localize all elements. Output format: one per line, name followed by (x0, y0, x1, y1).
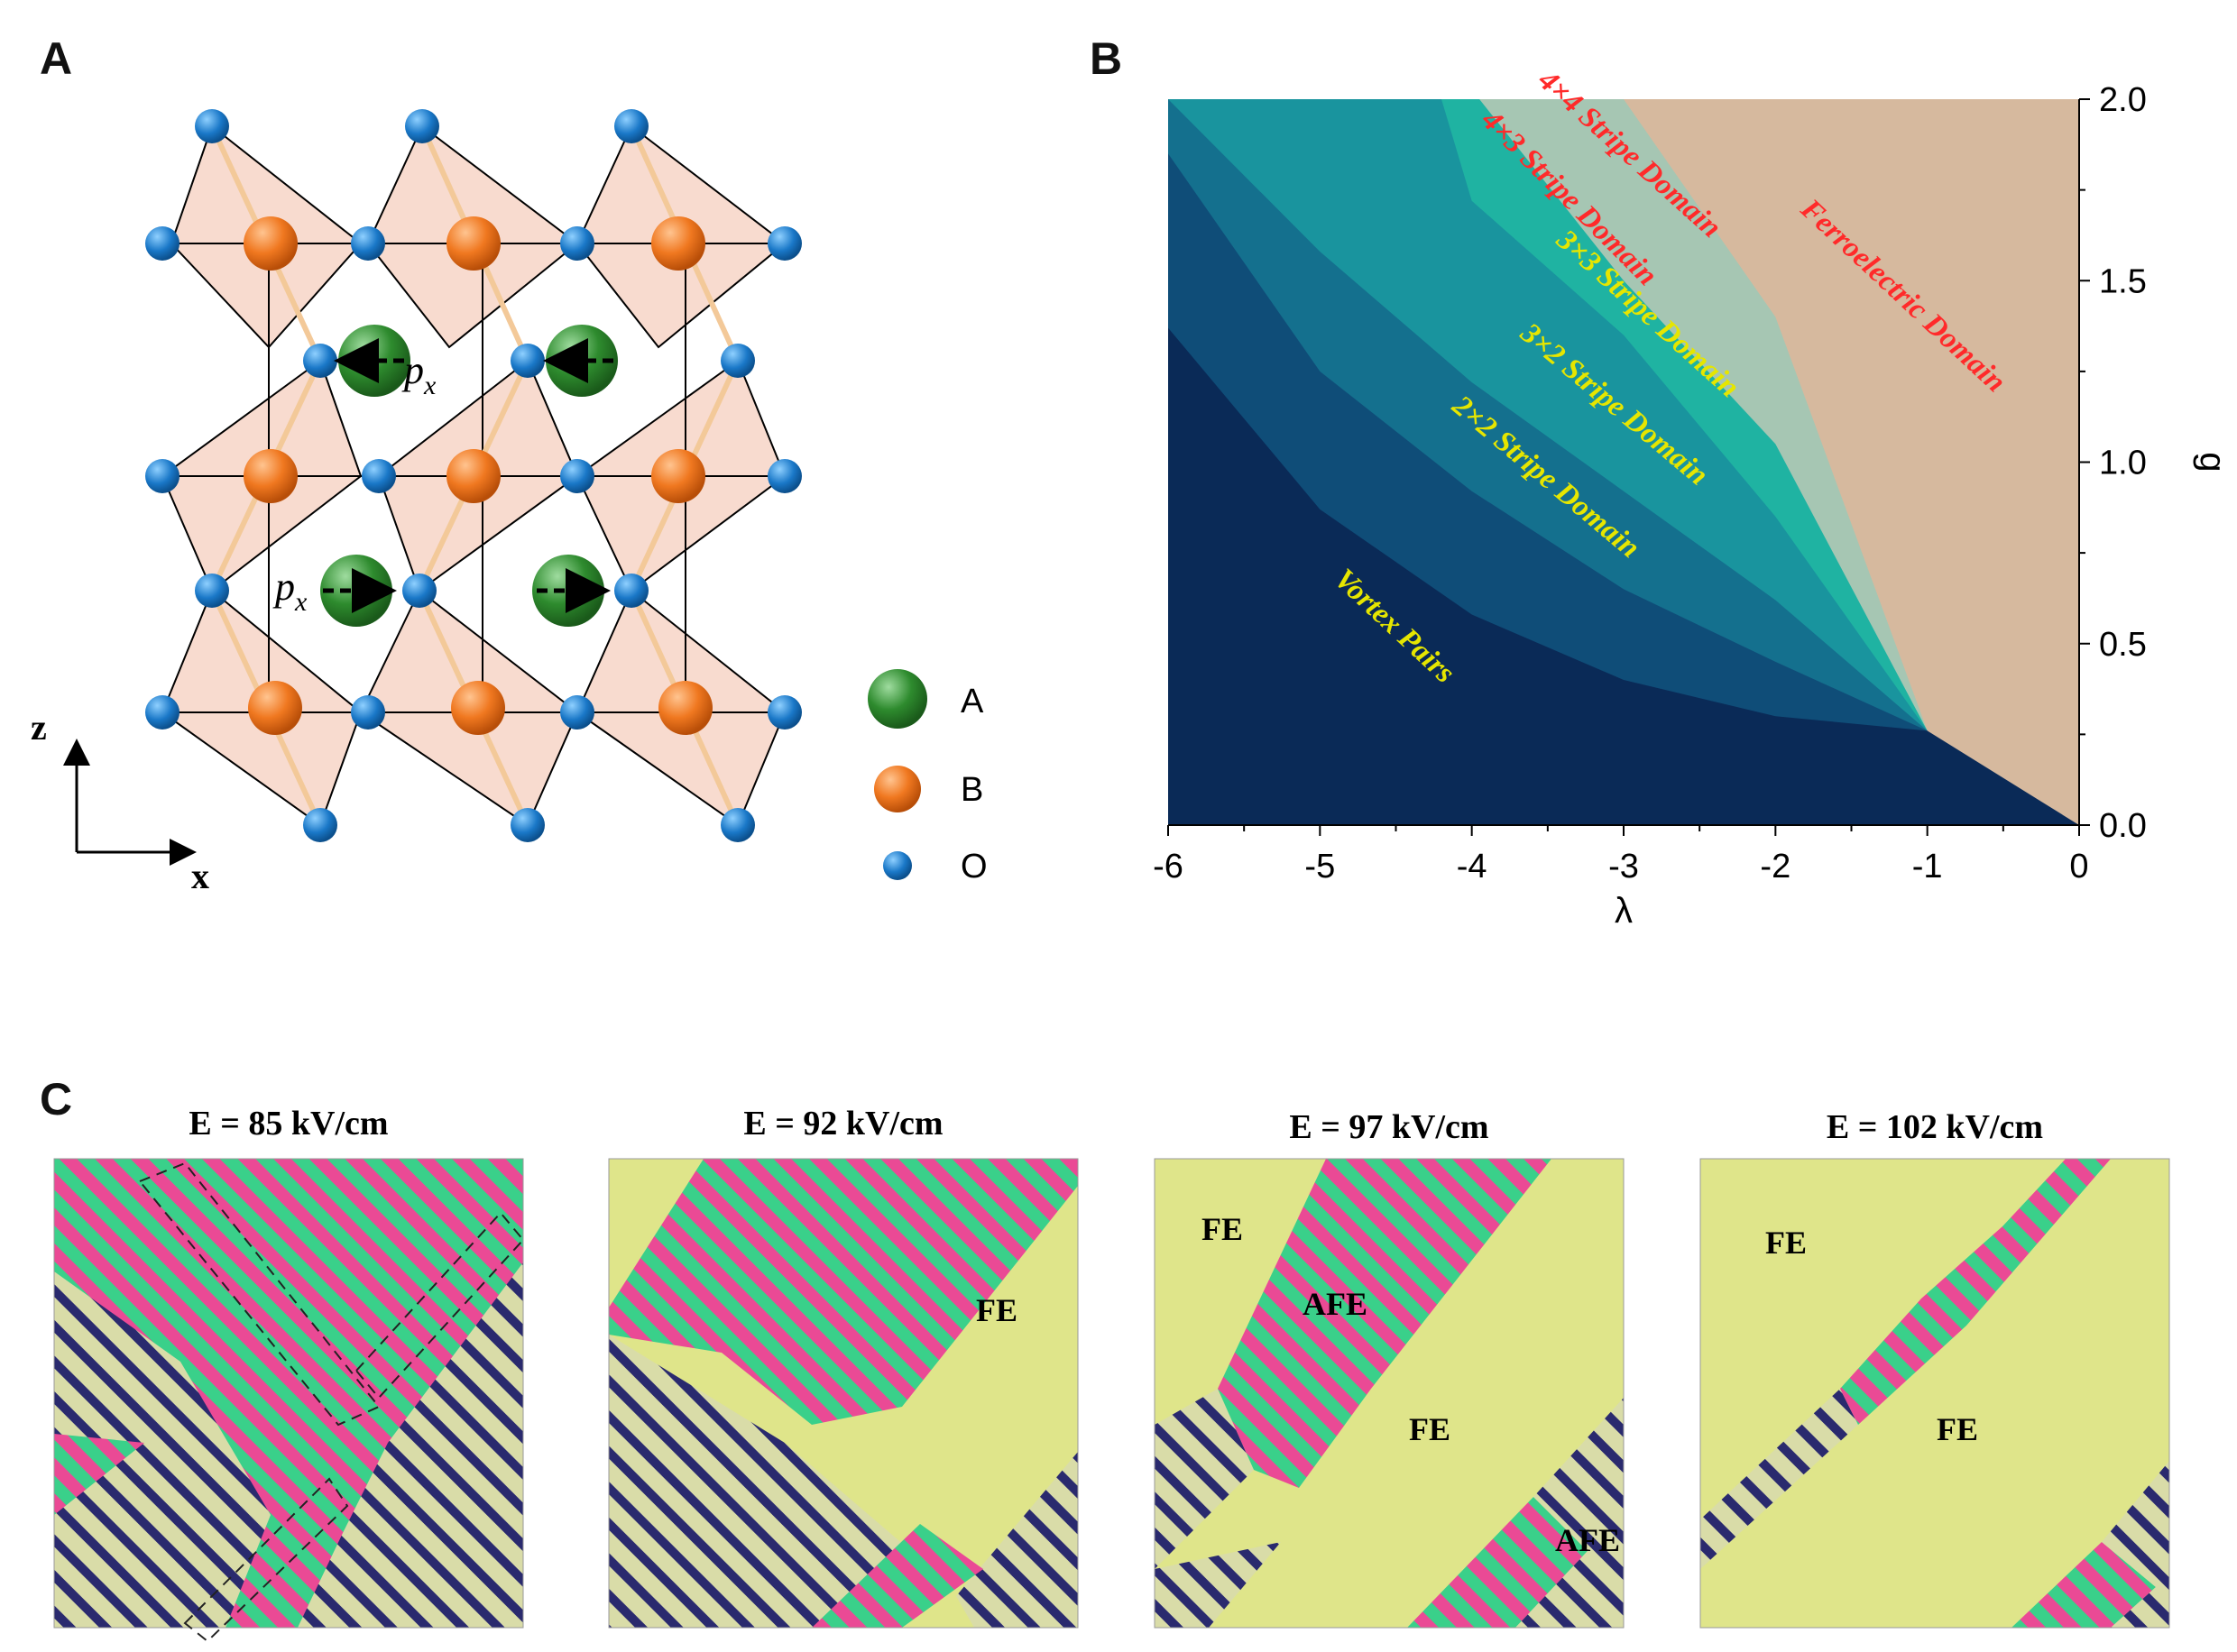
panel-letter-b: B (1090, 33, 1123, 84)
legend-label-o: O (961, 848, 988, 886)
y-tick-label: 1.0 (2099, 445, 2147, 482)
chart-axes: -6 -5 -4 -3 -2 -1 0 0.0 0.5 1.0 1.5 2.0 λ g (1153, 81, 2232, 931)
b-site-atoms (244, 216, 713, 735)
snapshot-85-dashed-boxes (138, 1161, 525, 1643)
px-label-bottom: px (272, 564, 308, 617)
snapshot-92-title: E = 92 kV/cm (743, 1105, 943, 1143)
snapshot-97-label-fe-2: FE (1409, 1411, 1450, 1447)
snapshot-97-title: E = 97 kV/cm (1289, 1108, 1488, 1146)
panel-letter-a: A (40, 33, 73, 84)
axis-z-label: z (31, 707, 47, 748)
phase-regions (1168, 99, 2079, 825)
panel-letter-c: C (40, 1074, 73, 1124)
x-tick-label: -4 (1457, 848, 1487, 886)
snapshot-102-label-fe-2: FE (1937, 1411, 1978, 1447)
snapshot-97-label-fe-1: FE (1201, 1211, 1243, 1247)
x-tick-label: -6 (1153, 848, 1183, 886)
crystal-structure-diagram: px px z x A B O (31, 109, 988, 896)
region-vortex-pairs (1168, 327, 2079, 825)
px-label-top: px (401, 348, 437, 400)
snapshot-85 (54, 1159, 523, 1628)
y-tick-label: 0.5 (2099, 626, 2147, 664)
snapshot-102-title: E = 102 kV/cm (1827, 1108, 2043, 1146)
snapshot-102 (1700, 1159, 2169, 1628)
snapshot-97-label-afe-1: AFE (1303, 1286, 1367, 1322)
x-tick-label: -2 (1760, 848, 1791, 886)
legend-swatch-b (874, 766, 921, 812)
y-axis-label: g (2193, 452, 2232, 472)
polarization-arrows (323, 338, 613, 613)
field-snapshots: E = 85 kV/cm E = 92 kV/cm FE E = 97 kV/c… (53, 1105, 2170, 1643)
snapshot-102-label-fe-1: FE (1765, 1225, 1807, 1261)
x-axis-label: λ (1615, 891, 1633, 931)
x-tick-label: -5 (1304, 848, 1335, 886)
snapshot-97 (1155, 1159, 1624, 1628)
x-tick-label: 0 (2069, 848, 2088, 886)
axis-x-label: x (191, 856, 209, 896)
snapshot-97-label-afe-2: AFE (1555, 1522, 1620, 1558)
legend-swatch-o (883, 851, 912, 880)
y-tick-label: 2.0 (2099, 81, 2147, 119)
legend-label-b: B (961, 771, 983, 809)
x-tick-label: -1 (1912, 848, 1943, 886)
legend-swatch-a (868, 669, 927, 729)
legend-label-a: A (961, 683, 984, 720)
snapshot-92 (609, 1159, 1078, 1628)
coordinate-axes: z x (31, 707, 209, 896)
y-tick-label: 1.5 (2099, 262, 2147, 300)
snapshot-85-title: E = 85 kV/cm (189, 1105, 388, 1143)
snapshot-92-label-fe: FE (976, 1292, 1017, 1328)
y-tick-label: 0.0 (2099, 807, 2147, 845)
x-tick-label: -3 (1608, 848, 1639, 886)
o-site-atoms (145, 109, 802, 842)
atom-legend: A B O (868, 669, 988, 886)
